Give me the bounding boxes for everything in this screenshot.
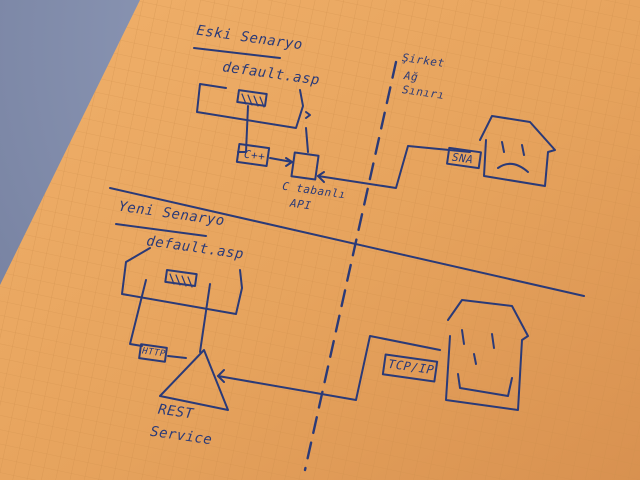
- network-boundary: [303, 60, 398, 472]
- old-house: [479, 115, 556, 187]
- old-cpp-label: C++: [243, 147, 267, 164]
- scenario-separator: [109, 187, 585, 297]
- boundary-label-line2: Ağ: [403, 69, 420, 84]
- new-http-box: [138, 343, 168, 363]
- old-title-underline: [193, 47, 281, 59]
- old-api-box: [290, 151, 320, 181]
- old-cpp-box: [235, 142, 271, 168]
- rest-service-triangle: [159, 349, 229, 411]
- new-title-underline: [115, 223, 207, 237]
- old-protocol-label: SNA: [451, 150, 475, 167]
- old-api-label-line2: API: [289, 196, 313, 213]
- new-asp-loop: [121, 247, 243, 315]
- new-house: [445, 299, 529, 411]
